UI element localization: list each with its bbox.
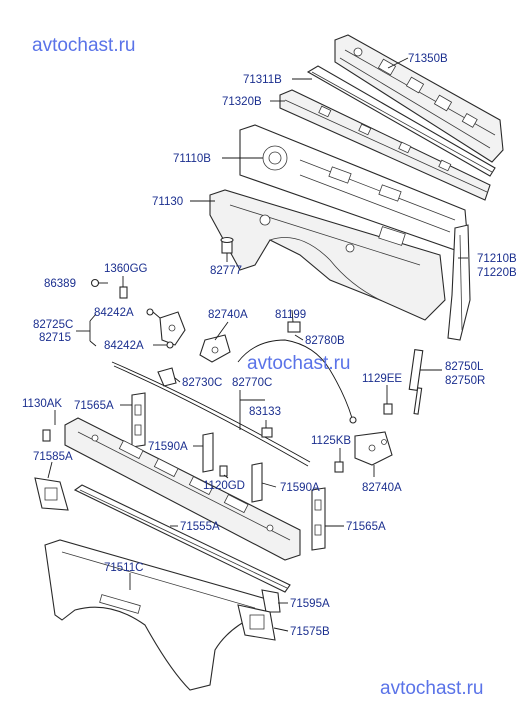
label-82730c: 82730C <box>182 377 222 389</box>
watermark-top: avtochast.ru <box>32 35 136 56</box>
label-82740a-top: 82740A <box>208 309 248 321</box>
label-71350b: 71350B <box>408 53 448 65</box>
label-81199: 81199 <box>275 309 306 321</box>
part-bolt-1130ak <box>42 429 51 442</box>
part-rear-panel-71110b <box>239 124 469 251</box>
part-bracket-71565a-left <box>131 392 146 448</box>
part-gas-strut-82750l <box>408 349 424 415</box>
label-71585a: 71585A <box>33 451 73 463</box>
part-upper-rear-panel <box>334 34 504 163</box>
part-bracket-82725c <box>159 311 186 346</box>
part-bolt-1120gd <box>219 465 228 477</box>
part-bracket-71595a <box>261 589 281 613</box>
label-82750r: 82750R <box>445 375 485 387</box>
part-floor-pan-71130 <box>209 189 446 321</box>
label-71320b: 71320B <box>222 96 262 108</box>
label-1130ak: 1130AK <box>22 398 62 410</box>
callout-labels: 71350B 71311B 71320B 71110B 71130 82777 … <box>22 53 517 638</box>
part-hinge-82740a-bottom <box>354 431 393 466</box>
part-handle-82730c <box>157 367 177 387</box>
label-1120gd: 1120GD <box>203 480 245 492</box>
part-bolt-1360gg <box>119 286 128 299</box>
label-71220b: 71220B <box>477 267 517 279</box>
label-82740a-bottom: 82740A <box>362 482 402 494</box>
label-71595a: 71595A <box>290 598 330 610</box>
label-71110b: 71110B <box>173 153 211 165</box>
label-82777: 82777 <box>210 265 242 277</box>
label-86389: 86389 <box>44 278 76 290</box>
label-82725c: 82725C <box>33 319 73 331</box>
part-nut-84242a-top <box>146 308 154 316</box>
label-1129ee: 1129EE <box>362 373 402 385</box>
part-latch-82740a-top <box>199 334 231 363</box>
part-bumper-beam <box>64 417 301 561</box>
part-clip-83133 <box>261 427 273 438</box>
part-bracket-71565a-right <box>311 487 326 551</box>
watermark-bottom: avtochast.ru <box>380 678 484 699</box>
label-71590a-right: 71590A <box>280 482 320 494</box>
label-71590a-left: 71590A <box>148 441 188 453</box>
part-weatherstrip-82770c <box>111 361 311 467</box>
part-pillar-71210b <box>447 224 471 341</box>
label-71311b: 71311B <box>243 74 282 86</box>
leader-lines <box>47 57 468 632</box>
part-clip-81199 <box>287 321 301 333</box>
label-71511c: 71511C <box>104 562 143 574</box>
part-bolt-1125kb <box>334 461 344 473</box>
part-bracket-71590a-left <box>202 432 214 473</box>
part-grommet-82777 <box>220 236 234 254</box>
part-bracket-71585a <box>34 477 69 511</box>
watermark-middle: avtochast.ru <box>247 353 351 374</box>
label-82780b: 82780B <box>305 335 345 347</box>
label-71130: 71130 <box>152 196 183 208</box>
part-cross-member-71320b <box>279 89 491 201</box>
label-82750l: 82750L <box>445 361 484 373</box>
label-84242a-top: 84242A <box>94 307 134 319</box>
label-83133: 83133 <box>249 406 281 418</box>
label-71555a: 71555A <box>180 521 220 533</box>
label-1360gg: 1360GG <box>104 263 148 275</box>
label-71565a-right: 71565A <box>346 521 386 533</box>
label-82715: 82715 <box>39 332 71 344</box>
label-82770c: 82770C <box>232 377 272 389</box>
label-1125kb: 1125KB <box>311 435 351 447</box>
part-screw-86389 <box>90 278 108 288</box>
part-nut-84242a-bottom <box>166 341 174 349</box>
part-rail-71311b <box>306 65 496 177</box>
part-cable-82780b <box>237 339 357 424</box>
label-71210b: 71210B <box>477 253 517 265</box>
label-71565a-left: 71565A <box>74 400 114 412</box>
label-71575b: 71575B <box>290 626 330 638</box>
part-bolt-1129ee <box>383 403 393 415</box>
part-beam-71555a <box>73 484 291 593</box>
part-bracket-71590a-right <box>251 462 263 503</box>
label-84242a-bottom: 84242A <box>104 340 144 352</box>
part-bracket-71575b <box>237 604 276 641</box>
